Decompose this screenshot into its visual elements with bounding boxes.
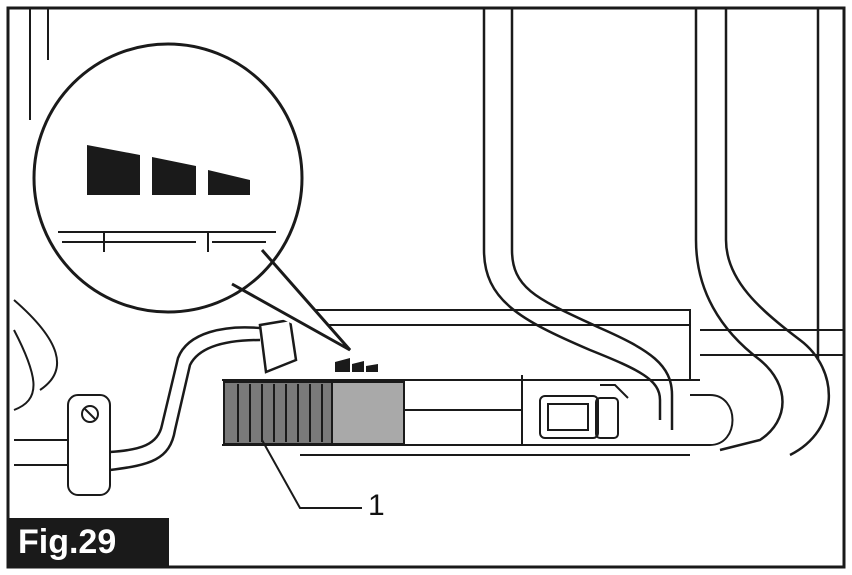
magnifier-bubble: [32, 42, 352, 352]
indicator-marks-small: [335, 358, 378, 372]
grip-sleeve: [223, 381, 405, 445]
rail-body: [222, 309, 844, 456]
power-cord: [109, 318, 298, 472]
figure-label: Fig.29: [8, 518, 169, 566]
callout-leader-line: [261, 439, 362, 509]
latch-clip: [539, 384, 629, 439]
indicator-marks-magnified: [87, 145, 250, 195]
callout-number-1: 1: [368, 489, 385, 522]
figure-frame: [6, 6, 846, 569]
vertical-tube: [482, 8, 831, 457]
cord-clamp: [14, 394, 111, 496]
housing-outline: [13, 8, 58, 411]
